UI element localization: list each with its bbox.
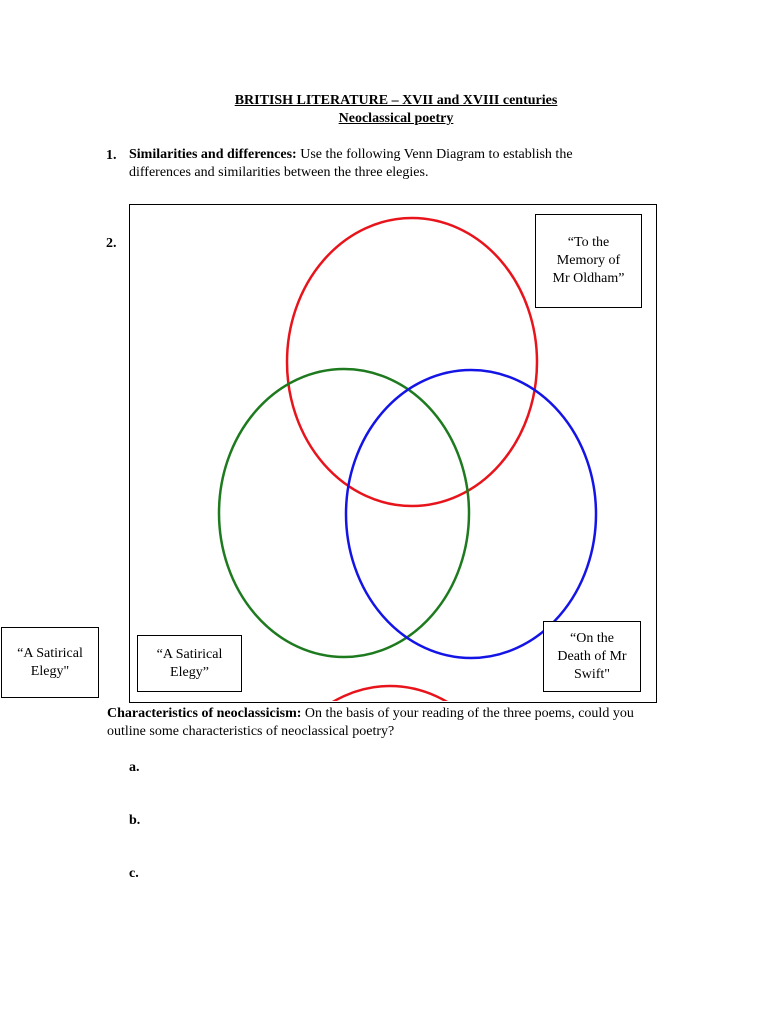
document-title: BRITISH LITERATURE – XVII and XVIII cent… [234, 93, 558, 108]
characteristics-body: On the basis of your reading of the thre… [107, 706, 634, 739]
question-2-number: 2. [106, 236, 117, 251]
question-1-number: 1. [106, 148, 117, 163]
question-1-body: Use the following Venn Diagram to establ… [129, 147, 573, 180]
label-oldham: “To the Memory of Mr Oldham” [535, 214, 642, 308]
question-1-text: Similarities and differences: Use the fo… [129, 146, 629, 182]
document-subtitle: Neoclassical poetry [338, 111, 454, 126]
characteristics-text: Characteristics of neoclassicism: On the… [107, 705, 647, 741]
label-satirical-elegy-outside: “A Satirical Elegy" [1, 627, 99, 698]
label-swift-text: “On the Death of Mr Swift" [557, 630, 627, 682]
label-satirical-elegy-text: “A Satirical Elegy” [156, 646, 223, 680]
characteristics-lead: Characteristics of neoclassicism: [107, 706, 302, 721]
venn-circle-green [217, 367, 471, 659]
answer-item-c: c. [129, 866, 139, 881]
venn-circle-blue [344, 368, 598, 660]
venn-circle-red [285, 216, 539, 508]
answer-item-a: a. [129, 760, 140, 775]
label-oldham-text: “To the Memory of Mr Oldham” [552, 235, 625, 286]
question-1-lead: Similarities and differences: [129, 147, 297, 162]
venn-diagram-frame [129, 204, 657, 703]
label-swift: “On the Death of Mr Swift" [543, 621, 641, 692]
label-satirical-elegy-outside-text: “A Satirical Elegy" [17, 645, 83, 679]
venn-circle-red-partial [332, 684, 448, 701]
answer-item-b: b. [129, 813, 141, 828]
label-satirical-elegy: “A Satirical Elegy” [137, 635, 242, 692]
